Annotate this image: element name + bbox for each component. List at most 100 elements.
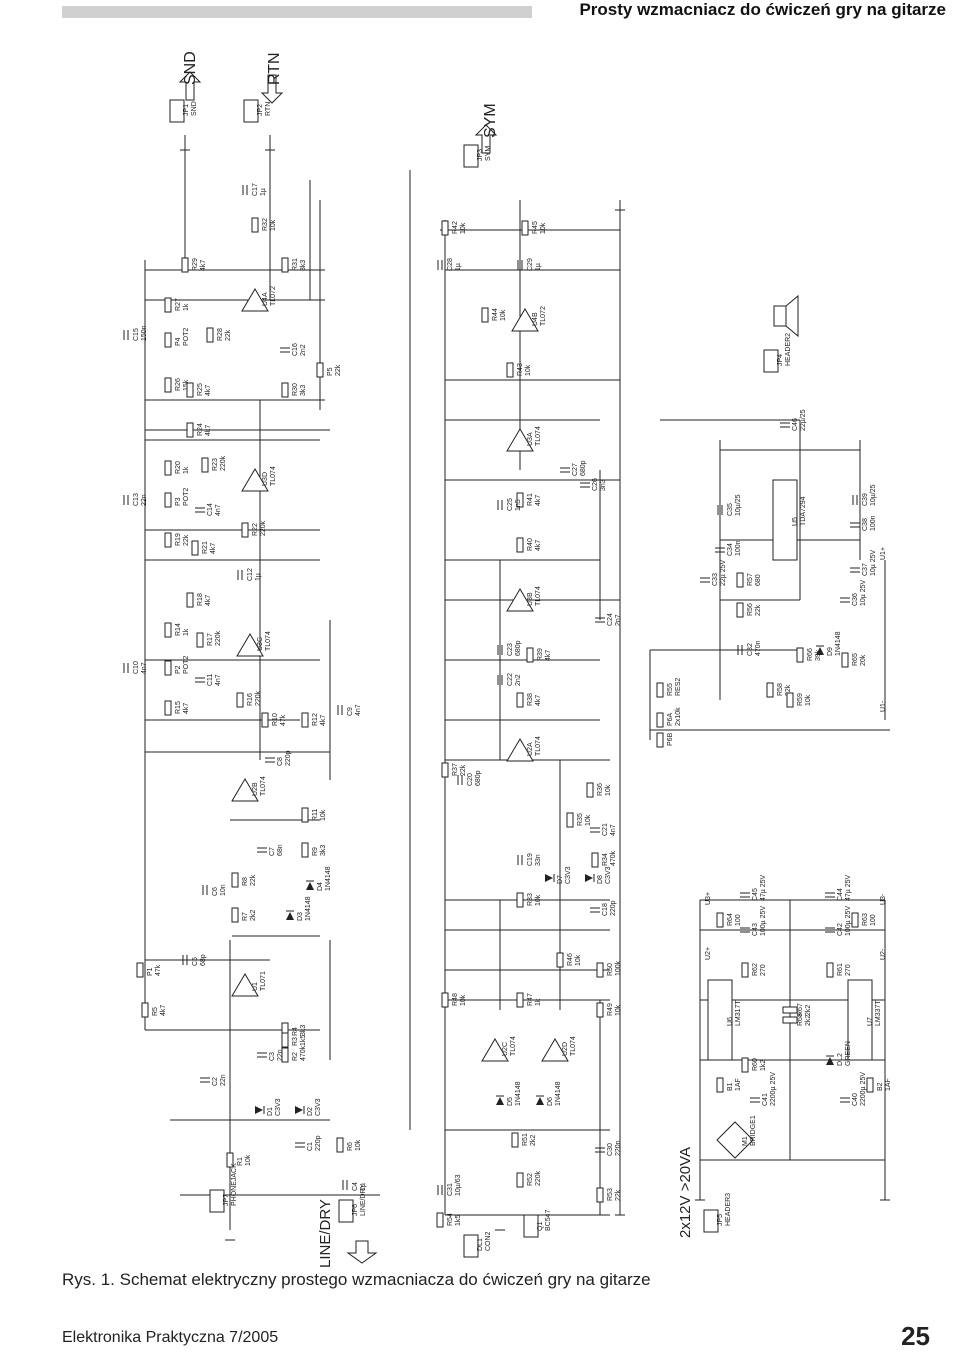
component-ref: R19: [175, 533, 182, 546]
component-ref: C4: [352, 1182, 359, 1191]
component-value: 10k: [320, 809, 327, 821]
component-ref: R14: [175, 623, 182, 636]
component-value: 10µ 25V: [860, 579, 867, 606]
component-ref: R65: [852, 653, 859, 666]
capacitor-symbol: [560, 467, 570, 473]
capacitor-symbol: [242, 185, 248, 195]
component-ref: R11: [312, 809, 319, 821]
resistor-symbol: [481, 307, 489, 323]
component-value: 3k3: [300, 385, 307, 396]
resistor-symbol: [164, 532, 172, 548]
component-ref: R36: [597, 783, 604, 796]
component-value: RES2: [675, 678, 682, 696]
component-ref: C31: [447, 1183, 454, 1196]
component-value: 10k: [525, 364, 532, 376]
component-value: POT2: [183, 488, 190, 506]
resistor-symbol: [782, 1016, 798, 1024]
component-value: 1k5: [455, 1215, 462, 1226]
opamp-symbol: [541, 1038, 569, 1062]
connector-symbol: [169, 99, 185, 123]
component-ref: JP7: [223, 1194, 230, 1206]
component-value: TL074: [265, 631, 272, 651]
resistor-symbol: [841, 652, 849, 668]
component-ref: U2D: [562, 1042, 569, 1056]
component-ref: C37: [862, 563, 869, 576]
component-value: 4k7: [160, 1005, 167, 1016]
opamp-symbol: [481, 1038, 509, 1062]
component-value: 4k7: [535, 540, 542, 551]
resistor-symbol: [196, 632, 204, 648]
component-value: 1µ: [535, 263, 542, 271]
resistor-symbol: [516, 692, 524, 708]
component-ref: JP2: [257, 104, 264, 116]
component-ref: C42: [837, 923, 844, 936]
connector-symbol: [763, 349, 779, 373]
component-ref: R7: [242, 912, 249, 921]
capacitor-symbol: [700, 577, 710, 583]
component-ref: C6: [212, 887, 219, 896]
component-ref: R24: [197, 423, 204, 436]
component-value: 4k7: [183, 703, 190, 714]
sym-label: SYM: [482, 103, 499, 138]
component-ref: U4A: [262, 292, 269, 306]
component-value: 1AF: [885, 1078, 892, 1091]
connector-symbol: [463, 144, 479, 168]
component-value: 470k: [610, 850, 617, 866]
component-ref: C19: [527, 853, 534, 866]
diode-symbol: [826, 1055, 834, 1065]
component-ref: R43: [517, 363, 524, 376]
component-ref: C10: [133, 661, 140, 674]
component-ref: R47: [527, 993, 534, 1006]
component-value: 1n5: [515, 499, 522, 511]
component-ref: R1: [237, 1157, 244, 1166]
opamp-symbol: [506, 428, 534, 452]
component-ref: C8: [277, 757, 284, 766]
component-value: 4n7: [141, 662, 148, 674]
header-bar: [62, 6, 532, 18]
diode-symbol: [536, 1095, 544, 1105]
component-value: 4k7: [545, 650, 552, 661]
component-value: 10µ 25V: [870, 549, 877, 576]
component-value: LM337T: [875, 1000, 882, 1026]
capacitor-symbol: [590, 907, 600, 913]
component-ref: D5: [507, 1097, 514, 1106]
component-value: 10k: [805, 694, 812, 706]
resistor-symbol: [281, 1047, 289, 1063]
diode-symbol: [295, 1106, 305, 1114]
capacitor-symbol: [715, 547, 725, 553]
component-value: 22k: [335, 364, 342, 376]
component-value: 2k2: [250, 910, 257, 921]
component-ref: R34: [602, 853, 609, 866]
component-ref: R29: [192, 258, 199, 271]
capacitor-symbol: [497, 675, 503, 685]
resistor-symbol: [516, 1172, 524, 1188]
component-value: 10k: [460, 222, 467, 234]
component-ref: D7: [557, 875, 564, 884]
component-ref: C38: [862, 518, 869, 531]
capacitor-symbol: [852, 495, 858, 505]
component-ref: C7: [269, 847, 276, 856]
